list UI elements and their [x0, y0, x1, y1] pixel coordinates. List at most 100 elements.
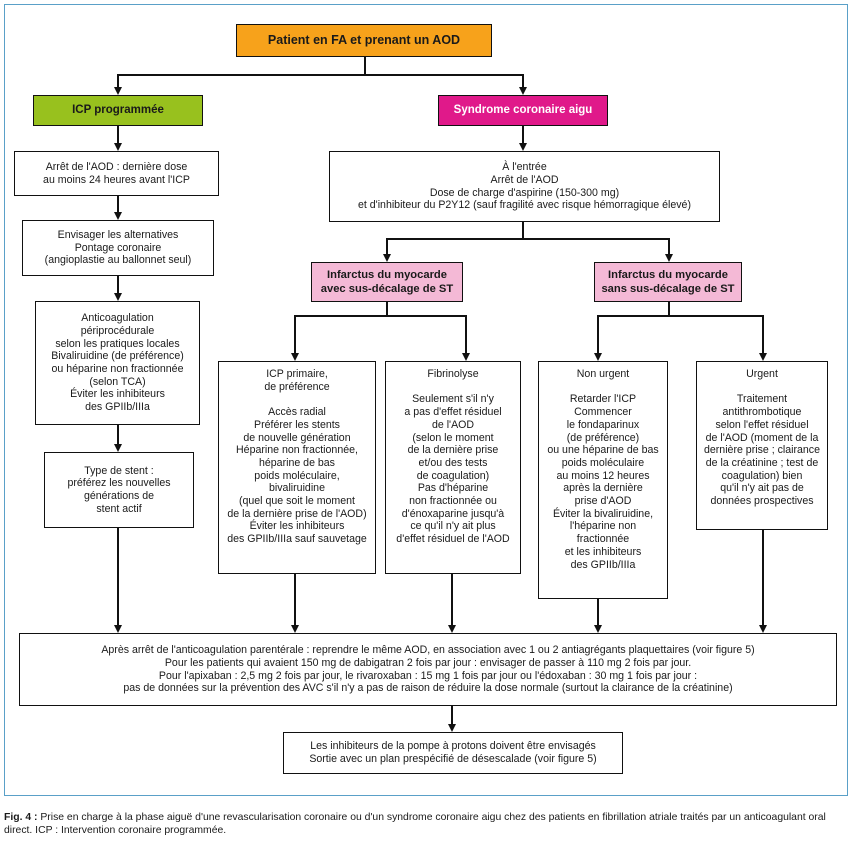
node-line: Anticoagulation	[81, 312, 154, 325]
node-line: de l'AOD (moment de la	[705, 431, 819, 444]
arrow-head	[447, 625, 456, 633]
node-line: héparine de bas	[259, 456, 335, 469]
connector	[117, 276, 119, 293]
node-line: poids moléculaire,	[254, 469, 340, 482]
node-line: avec sus-décalage de ST	[320, 283, 454, 295]
node-line: et les inhibiteurs	[564, 545, 642, 558]
node-line: au moins 24 heures avant l'ICP	[43, 173, 190, 186]
figure-caption: Fig. 4 : Prise en charge à la phase aigu…	[4, 811, 850, 837]
node-line: Arrêt de l'AOD	[490, 173, 559, 186]
connector	[668, 302, 670, 316]
arrow-head	[113, 143, 122, 151]
node-line	[296, 393, 299, 406]
node-line: Après arrêt de l'anticoagulation parenté…	[101, 644, 755, 657]
node-line: Pontage coronaire	[74, 241, 162, 254]
node-line: des GPIIb/IIIa	[570, 558, 636, 571]
node-line: Traitement	[736, 393, 788, 406]
node-line: non fractionnée ou	[409, 495, 497, 508]
node-line: Arrêt de l'AOD : dernière dose	[45, 160, 188, 173]
arrow-head	[382, 254, 391, 262]
node-line: (de préférence)	[566, 431, 640, 444]
node-line: après la dernière	[563, 482, 643, 495]
connector	[522, 222, 524, 238]
node-line: Pour l'apixaban : 2,5 mg 2 fois par jour…	[158, 669, 698, 682]
connector	[294, 315, 467, 317]
node-line: poids moléculaire	[561, 456, 645, 469]
node-line: ou une héparine de bas	[547, 444, 659, 457]
node-line	[452, 381, 455, 394]
arrow-head	[518, 87, 527, 95]
node-line: Infarctus du myocarde	[608, 269, 728, 281]
arrow-head	[290, 353, 299, 361]
node-line: au moins 12 heures	[556, 469, 650, 482]
connector	[364, 57, 366, 75]
node-line: Éviter les inhibiteurs	[249, 520, 345, 533]
arrow-head	[758, 625, 767, 633]
node-line: dernière prise ; clairance	[704, 444, 820, 457]
node-line: Éviter la bivaliruidine,	[552, 507, 654, 520]
node-line: de l'AOD	[431, 418, 475, 431]
connector	[451, 706, 453, 724]
node-line: Dose de charge d'aspirine (150-300 mg)	[429, 186, 620, 199]
node-line: Héparine non fractionnée,	[236, 444, 358, 457]
node-line: Seulement s'il n'y	[412, 393, 494, 406]
node-line: Non urgent	[576, 368, 630, 380]
caption-text: Prise en charge à la phase aiguë d'une r…	[4, 812, 826, 836]
node-line: selon les pratiques locales	[55, 337, 180, 350]
node-syndrome-coronaire-aigu: Syndrome coronaire aigu	[438, 95, 608, 126]
node-line: (quel que soit le moment	[238, 495, 355, 508]
node-line: et/ou des tests	[418, 456, 488, 469]
connector	[597, 599, 599, 625]
node-line: préférez les nouvelles	[67, 477, 171, 490]
node-line: Sortie avec un plan prespécifié de déses…	[309, 753, 597, 765]
connector	[117, 196, 119, 212]
node-line: Urgent	[746, 368, 778, 380]
node-line: coagulation) bien	[721, 469, 803, 482]
connector	[117, 126, 119, 143]
connector	[597, 315, 599, 353]
connector	[386, 238, 388, 254]
connector	[762, 530, 764, 625]
arrow-head	[593, 625, 602, 633]
connector	[294, 574, 296, 625]
connector	[762, 315, 764, 353]
node-icp-programmee: ICP programmée	[33, 95, 203, 126]
connector	[597, 315, 764, 317]
connector	[294, 315, 296, 353]
node-line: ICP primaire,	[266, 368, 328, 380]
node-line: de la créatinine ; test de	[705, 456, 819, 469]
node-line: Bivaliruidine (de préférence)	[51, 350, 184, 363]
arrow-head	[758, 353, 767, 361]
node-line: fractionnée	[576, 533, 630, 546]
connector	[522, 74, 524, 87]
figure-frame	[4, 4, 848, 796]
node-line: Préférer les stents	[254, 418, 340, 431]
arrow-head	[593, 353, 602, 361]
node-line: l'héparine non	[569, 520, 637, 533]
arrow-head	[664, 254, 673, 262]
node-line: périprocédurale	[80, 324, 155, 337]
arrow-head	[518, 143, 527, 151]
node-line: (angioplastie au ballonnet seul)	[44, 254, 192, 267]
node-line: le fondaparinux	[566, 418, 640, 431]
arrow-head	[461, 353, 470, 361]
node-line: de coagulation)	[416, 469, 490, 482]
node-line: Infarctus du myocarde	[327, 269, 447, 281]
arrow-head	[113, 625, 122, 633]
caption-label: Fig. 4 :	[4, 812, 38, 823]
node-line: des GPIIb/IIIa sauf sauvetage	[227, 533, 367, 546]
connector	[117, 74, 119, 87]
node-line: À l'entrée	[502, 161, 547, 174]
node-line: ou héparine non fractionnée	[51, 363, 184, 375]
node-idm-st: Infarctus du myocarde avec sus-décalage d…	[311, 262, 463, 302]
node-apres-arret: Après arrêt de l'anticoagulation parenté…	[19, 633, 837, 706]
node-line: a pas d'effet résiduel	[404, 406, 502, 419]
connector	[668, 238, 670, 254]
